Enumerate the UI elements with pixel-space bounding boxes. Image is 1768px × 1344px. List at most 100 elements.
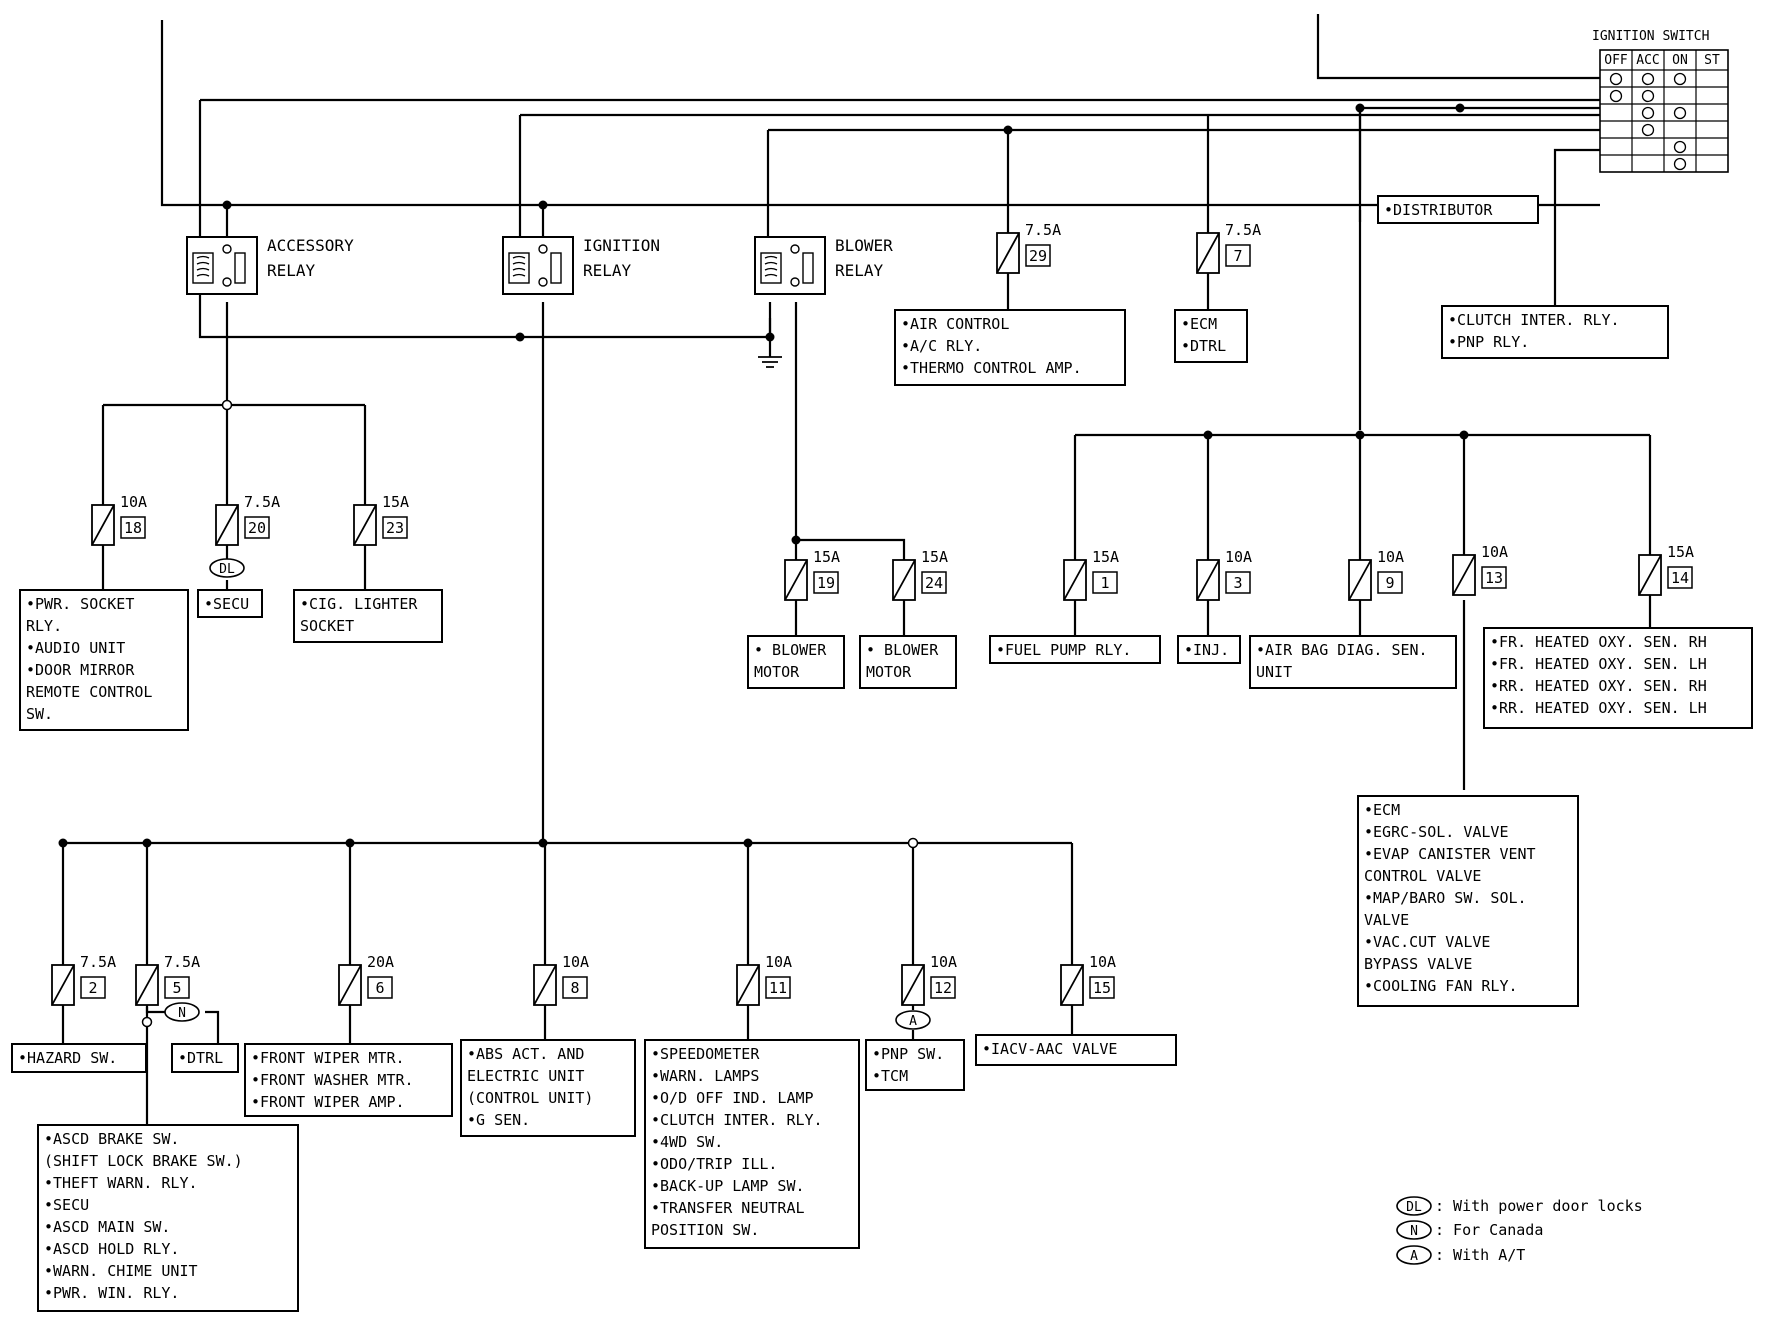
fuse-amperage: 15A: [1667, 543, 1694, 561]
acc-load-drops: [101, 545, 367, 590]
coil-winding: [512, 261, 526, 265]
load-fuel-pump: •FUEL PUMP RLY.: [989, 635, 1161, 664]
junction-dot: [1203, 430, 1213, 440]
load-line: •MAP/BARO SW. SOL.: [1364, 889, 1527, 907]
fuse-element: [1063, 559, 1087, 601]
legend-code: A: [1410, 1249, 1418, 1264]
fuse-number: 6: [375, 979, 384, 997]
load-line: MOTOR: [866, 663, 912, 681]
load-line: •CLUTCH INTER. RLY.: [1448, 311, 1620, 329]
load-line: •COOLING FAN RLY.: [1364, 977, 1518, 995]
load-box: [747, 635, 845, 689]
ground-icon: [758, 356, 782, 368]
load-cig-lighter: •CIG. LIGHTER SOCKET: [293, 589, 443, 643]
fuse-number-box: [1225, 571, 1251, 594]
junction-open-dot: [141, 1016, 153, 1028]
fuse-amperage: 15A: [813, 548, 840, 566]
fuse-number-box: [244, 516, 270, 539]
relay-terminal: [538, 277, 548, 287]
load-line: •FRONT WIPER MTR.: [251, 1049, 405, 1067]
load-line: •WARN. LAMPS: [651, 1067, 759, 1085]
load-box: [859, 635, 957, 689]
fuse-number: 23: [386, 519, 404, 537]
fuse-amperage: 10A: [120, 493, 147, 511]
load-box: [19, 589, 189, 731]
load-line: •G SEN.: [467, 1111, 530, 1129]
switch-contact: [1641, 72, 1655, 86]
load-box: [1441, 305, 1669, 359]
fuse-number: 20: [248, 519, 266, 537]
fuse-number: 15: [1093, 979, 1111, 997]
fuse-number-box: [1377, 571, 1403, 594]
fuse-element: [215, 504, 239, 546]
load-line: SW.: [26, 705, 53, 723]
load-ecm-group: •ECM•EGRC-SOL. VALVE•EVAP CANISTER VENT …: [1357, 795, 1579, 1007]
coil-winding: [764, 261, 778, 265]
load-clutch-inter: •CLUTCH INTER. RLY. •PNP RLY.: [1441, 305, 1669, 359]
load-line: •CLUTCH INTER. RLY.: [651, 1111, 823, 1129]
junction-dot: [222, 200, 232, 210]
load-line: •WARN. CHIME UNIT: [44, 1262, 198, 1280]
load-pwr-socket: •PWR. SOCKET RLY.•AUDIO UNIT•DOOR MIRROR…: [19, 589, 189, 731]
legend-code: DL: [1406, 1200, 1422, 1215]
load-inj: •INJ.: [1177, 635, 1241, 664]
fuse-element: [1196, 232, 1220, 274]
right-load-drops: [1073, 595, 1652, 636]
fuse-element: [338, 964, 362, 1006]
load-line: ELECTRIC UNIT: [467, 1067, 584, 1085]
fuse-element: [1638, 554, 1662, 596]
fuse-amperage: 10A: [1481, 543, 1508, 561]
legend-oval: [1396, 1196, 1432, 1216]
load-line: •ASCD MAIN SW.: [44, 1218, 170, 1236]
switch-contact: [1641, 123, 1655, 137]
load-box: [1174, 309, 1248, 363]
junction-dot: [765, 332, 775, 342]
legend-item-dl: DL: With power door locks: [1396, 1196, 1643, 1216]
switch-contact: [1609, 72, 1623, 86]
fuse-number: 8: [570, 979, 579, 997]
fuse-number-box: [80, 976, 106, 999]
load-ecm-dtrl: •ECM•DTRL: [1174, 309, 1248, 363]
load-box: [460, 1039, 636, 1137]
load-box: [197, 589, 263, 618]
load-heated-oxy: •FR. HEATED OXY. SEN. RH•FR. HEATED OXY.…: [1483, 627, 1753, 729]
load-line: •FRONT WIPER AMP.: [251, 1093, 405, 1111]
fuse-amperage: 15A: [1092, 548, 1119, 566]
legend-text: : With A/T: [1435, 1246, 1525, 1264]
load-box: [244, 1043, 453, 1117]
fuse-element: [1060, 964, 1084, 1006]
condition-code: DL: [219, 562, 235, 577]
relay-contact: [802, 252, 814, 284]
load-line: •THERMO CONTROL AMP.: [901, 359, 1082, 377]
load-line: •AIR CONTROL: [901, 315, 1009, 333]
coil-winding: [512, 267, 526, 271]
junction-open-dot: [907, 837, 919, 849]
load-dtrl-bottom: •DTRL: [171, 1043, 239, 1073]
coil-winding: [764, 267, 778, 271]
junction-dot: [538, 200, 548, 210]
fuse-amperage: 10A: [1377, 548, 1404, 566]
coil-winding: [196, 267, 210, 271]
fuse-amperage: 10A: [765, 953, 792, 971]
load-line: •PNP RLY.: [1448, 333, 1529, 351]
fuse-element: [892, 559, 916, 601]
relay-label: RELAY: [583, 261, 632, 280]
fuse-number-box: [367, 976, 393, 999]
load-line: BYPASS VALVE: [1364, 955, 1472, 973]
switch-position: OFF: [1604, 53, 1628, 68]
load-line: •DTRL: [178, 1049, 223, 1067]
fuse-number: 9: [1385, 574, 1394, 592]
legend-oval: [1396, 1220, 1432, 1240]
fuse-number-box: [1089, 976, 1115, 999]
fuse-amperage: 7.5A: [1025, 221, 1061, 239]
load-box: [644, 1039, 860, 1249]
load-line: • BLOWER: [754, 641, 827, 659]
